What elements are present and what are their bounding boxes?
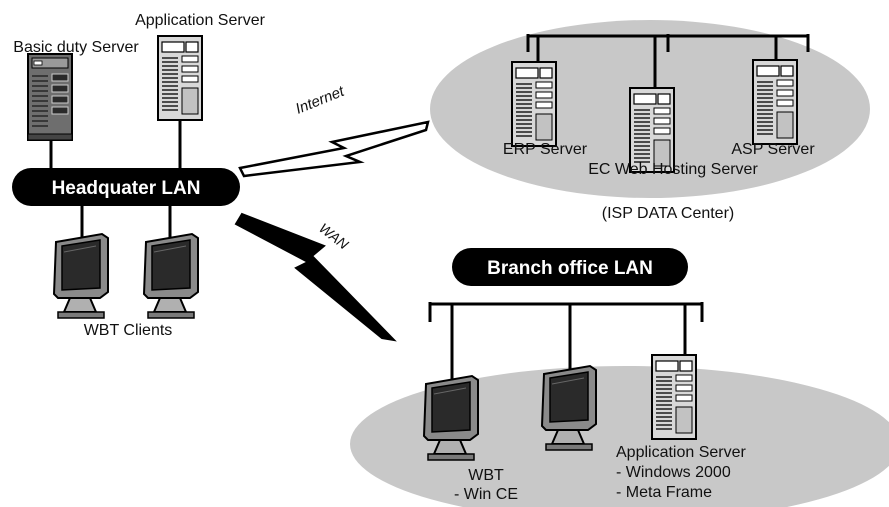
branch-wbt-os: - Win CE [454, 486, 518, 503]
isp-data-center-label: (ISP DATA Center) [602, 205, 734, 222]
basic-duty-server-icon[interactable] [27, 53, 73, 141]
wbt-clients-label: WBT Clients [84, 322, 173, 339]
wbt-client-2-icon[interactable] [143, 233, 199, 319]
branch-application-server-icon[interactable] [651, 354, 697, 440]
internet-link [238, 120, 430, 178]
wan-link [234, 212, 397, 342]
hq-application-server-label: Application Server [135, 12, 266, 29]
ec-web-hosting-server-label: EC Web Hosting Server [588, 161, 758, 178]
ec-web-hosting-server-icon[interactable] [629, 87, 675, 173]
branch-office-lan[interactable]: Branch office LAN [452, 248, 688, 286]
headquarter-lan[interactable]: Headquater LAN [12, 168, 240, 206]
hq-lan-connectors [49, 120, 182, 240]
erp-server-icon[interactable] [511, 61, 557, 147]
wbt-client-1-icon[interactable] [53, 233, 109, 319]
headquarter-lan-label: Headquater LAN [52, 178, 201, 199]
branch-cloud [350, 366, 889, 507]
branch-wbt-label: WBT [468, 467, 504, 484]
basic-duty-server-label: Basic duty Server [13, 39, 139, 56]
branch-application-server-software: - Meta Frame [616, 484, 712, 501]
asp-server-label: ASP Server [731, 141, 815, 158]
branch-application-server-label: Application Server [616, 444, 747, 461]
asp-server-icon[interactable] [752, 59, 798, 145]
branch-lan-bus [428, 302, 704, 386]
hq-application-server-icon[interactable] [157, 35, 203, 121]
internet-label: Internet [293, 83, 347, 118]
erp-server-label: ERP Server [503, 141, 588, 158]
branch-application-server-os: - Windows 2000 [616, 464, 731, 481]
branch-office-lan-label: Branch office LAN [487, 258, 653, 279]
